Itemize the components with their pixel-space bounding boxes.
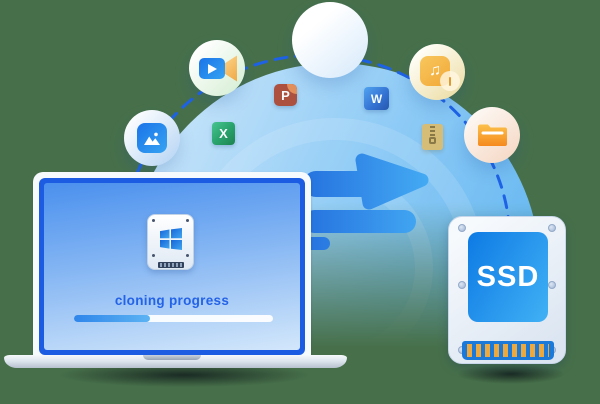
disk-screw [152, 219, 155, 222]
ssd-shadow [436, 360, 586, 388]
laptop-bezel: cloning progress [39, 178, 305, 355]
windows-flag-icon [160, 228, 182, 250]
ssd-screw [458, 281, 466, 289]
play-icon [208, 63, 217, 74]
folder-bubble [464, 107, 520, 163]
ssd-connector-pins [467, 344, 549, 357]
video-bubble [189, 40, 245, 96]
windows-bubble [292, 2, 368, 78]
arrow-head [355, 153, 429, 210]
zip-teeth [430, 126, 435, 137]
zip-archive-icon [422, 124, 443, 150]
progress-bar-track [74, 315, 273, 322]
powerpoint-icon: P [274, 84, 297, 106]
powerpoint-slide-corner [287, 84, 297, 94]
music-bubble: ♫ [409, 44, 465, 100]
folder-icon [478, 124, 507, 146]
word-icon: W [364, 87, 389, 110]
image-icon [137, 123, 167, 153]
zip-pull [429, 137, 436, 144]
ssd-device: SSD [448, 216, 566, 364]
laptop: cloning progress [33, 172, 311, 358]
video-camera-icon [199, 58, 225, 79]
ssd-label: SSD [468, 232, 548, 322]
laptop-base [4, 355, 347, 368]
excel-icon: X [212, 122, 235, 145]
video-camera-cone [225, 55, 237, 82]
ssd-screw [548, 281, 556, 289]
laptop-base-notch [143, 355, 201, 360]
image-bubble [124, 110, 180, 166]
cloning-progress-label: cloning progress [114, 293, 230, 308]
disk-screw [186, 219, 189, 222]
disk-screw [152, 254, 155, 257]
progress-bar-fill [74, 315, 150, 322]
disk-screw [186, 254, 189, 257]
sound-wave-badge [440, 71, 460, 91]
arrow-bar-middle [303, 210, 416, 233]
system-disk-icon [147, 214, 194, 270]
powerpoint-letter: P [281, 87, 290, 103]
laptop-screen: cloning progress [44, 183, 300, 350]
ssd-screw [548, 224, 556, 232]
disk-connector [158, 262, 184, 268]
ssd-screw [458, 224, 466, 232]
ssd-connector [462, 341, 554, 360]
